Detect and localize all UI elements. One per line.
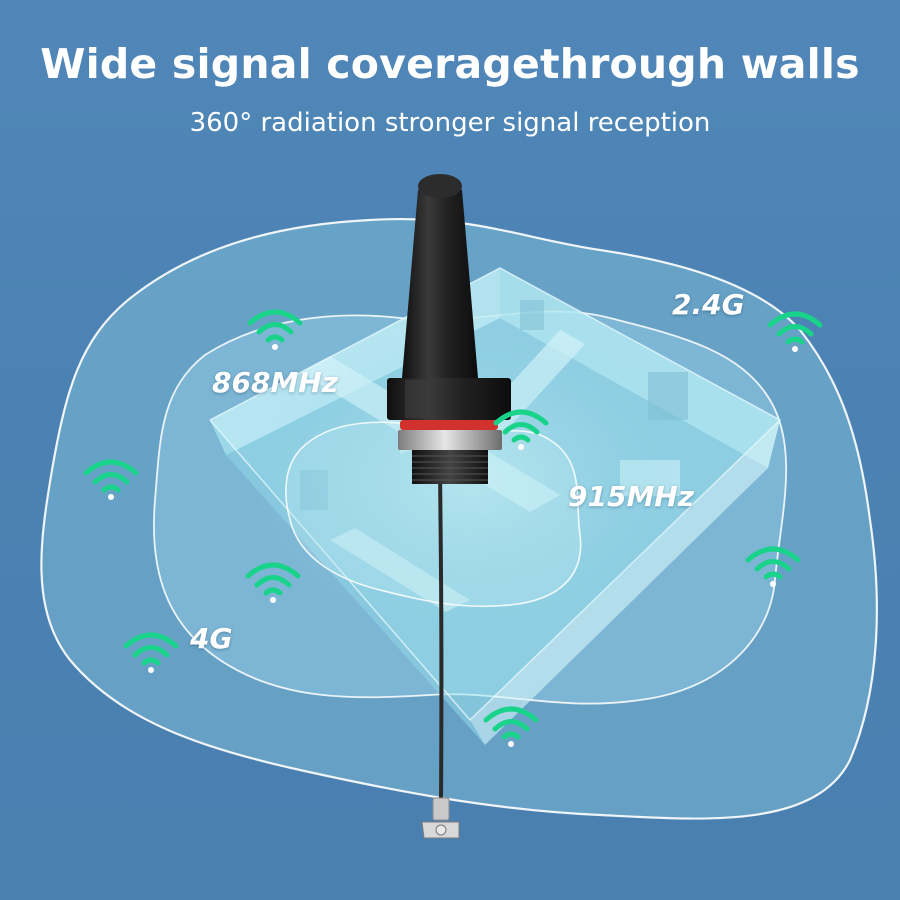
wifi-signal-icon [493, 409, 549, 450]
ipex-connector [421, 797, 460, 839]
antenna [387, 174, 511, 484]
headline: Wide signal coveragethrough walls [40, 40, 860, 88]
wifi-signal-icon [247, 309, 303, 350]
wifi-signal-icon [767, 311, 823, 352]
wifi-signal-icon [83, 459, 139, 500]
subheadline: 360° radiation stronger signal reception [189, 108, 711, 138]
band-label-868mhz: 868MHz [212, 366, 339, 399]
wifi-signal-icon [245, 562, 301, 603]
wifi-signal-icon [745, 546, 801, 587]
antenna-cable [438, 469, 444, 801]
band-label-915mhz: 915MHz [568, 480, 695, 513]
band-label-4g: 4G [190, 622, 233, 655]
wifi-signal-icon [123, 632, 179, 673]
wifi-signal-icon [483, 706, 539, 747]
band-label-2-4g: 2.4G [672, 288, 745, 321]
